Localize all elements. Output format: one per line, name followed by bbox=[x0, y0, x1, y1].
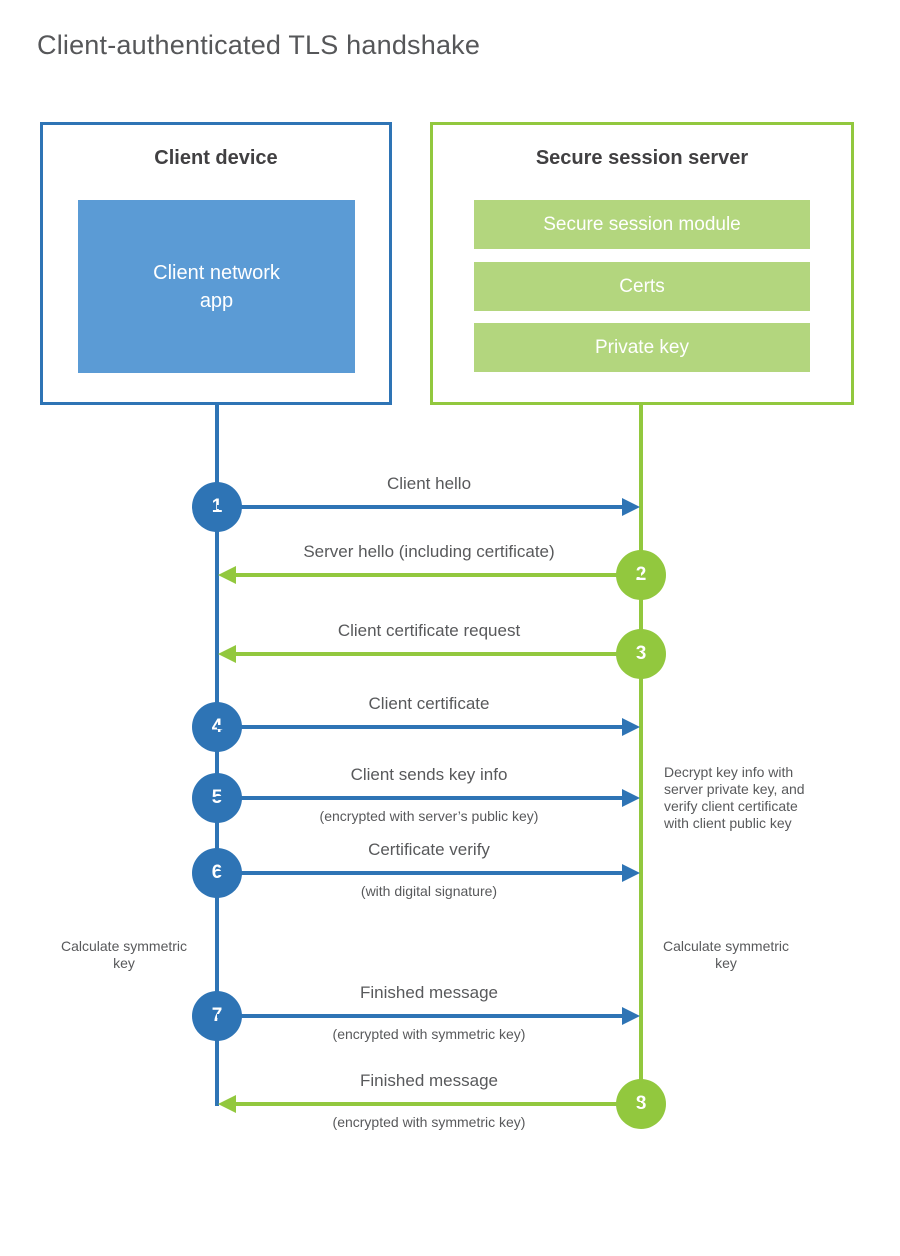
server-module-private-key: Private key bbox=[474, 323, 810, 372]
arrowhead-left-icon bbox=[218, 1095, 236, 1113]
arrow-line-4 bbox=[217, 725, 624, 729]
decrypt-note: Decrypt key info with server private key… bbox=[664, 764, 805, 831]
server-module-secure-session: Secure session module bbox=[474, 200, 810, 249]
step-number-6: 6 bbox=[212, 862, 223, 884]
server-module-certs: Certs bbox=[474, 262, 810, 311]
arrowhead-right-icon bbox=[622, 789, 640, 807]
server-lifeline bbox=[639, 405, 643, 1106]
message-label-2: Server hello (including certificate) bbox=[303, 542, 555, 561]
client-network-app-box: Client network app bbox=[78, 200, 355, 373]
step-number-5: 5 bbox=[212, 787, 223, 809]
secure-session-server-title: Secure session server bbox=[535, 147, 749, 169]
client-lifeline bbox=[215, 405, 219, 1106]
step-number-7: 7 bbox=[212, 1005, 223, 1027]
arrowhead-right-icon bbox=[622, 864, 640, 882]
page-title: Client-authenticated TLS handshake bbox=[37, 30, 481, 60]
arrow-line-3 bbox=[234, 652, 641, 656]
step-number-1: 1 bbox=[212, 496, 223, 518]
arrow-line-2 bbox=[234, 573, 641, 577]
arrowhead-left-icon bbox=[218, 645, 236, 663]
message-label-7: Finished message bbox=[360, 983, 498, 1002]
calculate-symmetric-key-client: Calculate symmetric key bbox=[60, 938, 188, 971]
arrow-line-5 bbox=[217, 796, 624, 800]
arrowhead-left-icon bbox=[218, 566, 236, 584]
message-label-3: Client certificate request bbox=[337, 621, 521, 640]
arrowhead-right-icon bbox=[622, 498, 640, 516]
arrow-line-6 bbox=[217, 871, 624, 875]
message-sublabel-6: (with digital signature) bbox=[360, 883, 498, 899]
message-label-5: Client sends key info bbox=[350, 765, 508, 784]
calculate-symmetric-key-server: Calculate symmetric key bbox=[662, 938, 790, 971]
message-label-4: Client certificate bbox=[368, 694, 490, 713]
arrowhead-right-icon bbox=[622, 718, 640, 736]
client-network-app-label: Client network app bbox=[153, 261, 280, 312]
message-label-1: Client hello bbox=[386, 474, 472, 493]
arrow-line-8 bbox=[234, 1102, 641, 1106]
client-device-title: Client device bbox=[154, 147, 278, 169]
arrow-line-7 bbox=[217, 1014, 624, 1018]
step-number-4: 4 bbox=[212, 716, 223, 738]
arrowhead-right-icon bbox=[622, 1007, 640, 1025]
arrow-line-1 bbox=[217, 505, 624, 509]
message-sublabel-8: (encrypted with symmetric key) bbox=[332, 1114, 526, 1130]
message-sublabel-5: (encrypted with server’s public key) bbox=[319, 808, 539, 824]
message-sublabel-7: (encrypted with symmetric key) bbox=[332, 1026, 526, 1042]
message-label-8: Finished message bbox=[360, 1071, 498, 1090]
message-label-6: Certificate verify bbox=[368, 840, 490, 859]
